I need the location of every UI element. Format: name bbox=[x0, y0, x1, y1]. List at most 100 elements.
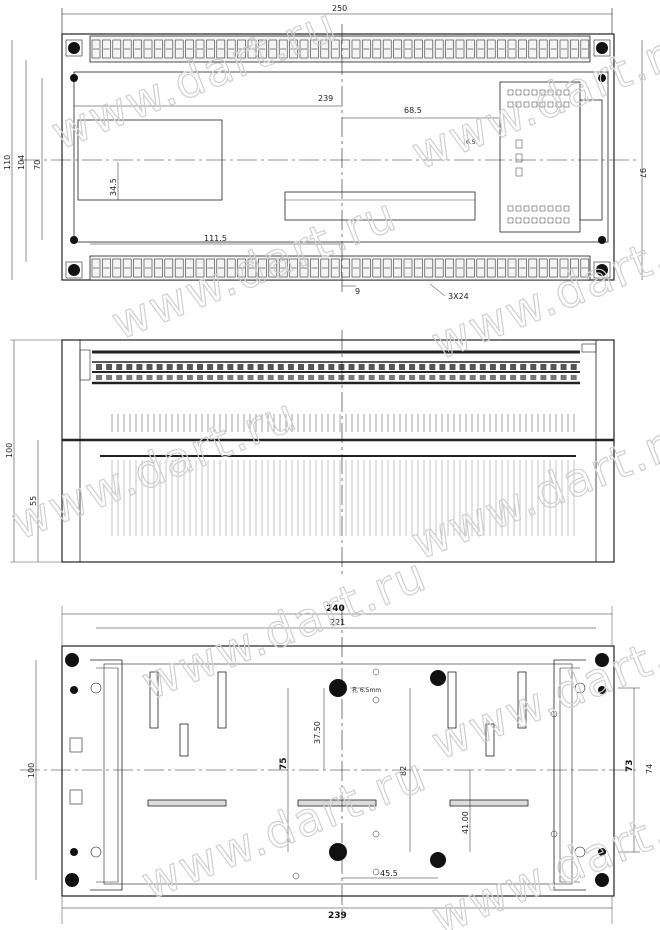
terminal-screw bbox=[237, 39, 246, 59]
terminal-tooth bbox=[439, 375, 446, 380]
terminal-screw bbox=[372, 258, 382, 278]
terminal-tooth bbox=[399, 364, 405, 370]
terminal-tooth bbox=[126, 364, 133, 370]
terminal-screw bbox=[538, 39, 548, 59]
terminal-screw bbox=[580, 39, 590, 59]
terminal-tooth bbox=[459, 375, 466, 380]
terminal-screw bbox=[247, 258, 257, 278]
terminal-screw bbox=[445, 39, 454, 59]
dim-left-100: 100 bbox=[27, 763, 36, 778]
watermark-1: www.dart.ru bbox=[44, 0, 345, 160]
terminal-screw bbox=[393, 258, 402, 278]
terminal-screw bbox=[216, 39, 226, 59]
dim-side-55: 55 bbox=[29, 496, 38, 506]
watermark-8: www.dart.ru bbox=[424, 607, 660, 770]
terminal-tooth bbox=[126, 375, 133, 380]
terminal-tooth bbox=[247, 375, 254, 380]
indicator bbox=[515, 139, 523, 149]
terminal-screw bbox=[382, 39, 392, 59]
terminal-screw bbox=[466, 39, 475, 59]
terminal-tooth bbox=[277, 364, 284, 370]
terminal-tooth bbox=[267, 375, 274, 380]
terminal-screw bbox=[278, 258, 288, 278]
terminal-tooth bbox=[106, 364, 113, 370]
terminal-screw bbox=[580, 258, 590, 278]
watermark-7: www.dart.ru bbox=[134, 547, 435, 710]
led bbox=[555, 217, 562, 224]
terminal-tooth bbox=[419, 364, 426, 370]
terminal-screw bbox=[226, 258, 236, 278]
terminal-tooth bbox=[287, 375, 294, 380]
terminal-tooth bbox=[449, 364, 456, 370]
terminal-tooth bbox=[217, 364, 224, 370]
dim-110: 110 bbox=[3, 155, 12, 170]
led bbox=[523, 205, 530, 212]
terminal-tooth bbox=[419, 375, 426, 380]
terminal-screw bbox=[112, 258, 122, 278]
terminal-screw bbox=[289, 258, 298, 278]
led bbox=[515, 217, 522, 224]
dim-6-5: 6.5 bbox=[466, 139, 476, 146]
terminal-screw bbox=[102, 39, 111, 59]
terminal-tooth bbox=[176, 375, 183, 380]
led bbox=[539, 101, 546, 108]
terminal-screw bbox=[455, 39, 465, 59]
terminal-tooth bbox=[166, 364, 173, 370]
terminal-screw bbox=[403, 39, 413, 59]
terminal-screw bbox=[393, 39, 402, 59]
terminal-tooth bbox=[328, 364, 335, 370]
dim-82: 82 bbox=[399, 766, 408, 776]
mount-holes-top bbox=[68, 42, 608, 276]
terminal-screw bbox=[174, 39, 184, 59]
terminal-screw bbox=[154, 39, 163, 59]
terminal-tooth bbox=[96, 364, 102, 370]
terminal-tooth bbox=[257, 364, 264, 370]
terminal-tooth bbox=[287, 364, 294, 370]
led bbox=[523, 101, 530, 108]
led bbox=[531, 217, 538, 224]
terminal-screw bbox=[112, 39, 122, 59]
terminal-screw bbox=[434, 39, 444, 59]
watermarks: www.dart.ru www.dart.ru www.dart.ru www.… bbox=[3, 0, 660, 930]
top-view bbox=[11, 8, 643, 297]
terminal-tooth bbox=[156, 364, 163, 370]
led bbox=[539, 205, 546, 212]
terminal-tooth bbox=[197, 375, 203, 380]
terminal-screw bbox=[424, 258, 434, 278]
terminal-tooth bbox=[237, 364, 244, 370]
top-terminal-strip bbox=[91, 39, 590, 59]
bottom-view bbox=[20, 606, 640, 924]
terminal-screw bbox=[382, 258, 392, 278]
terminal-screw bbox=[289, 39, 298, 59]
terminal-tooth bbox=[166, 375, 173, 380]
terminal-screw bbox=[341, 39, 350, 59]
terminal-tooth bbox=[227, 375, 234, 380]
led bbox=[523, 89, 530, 96]
terminal-screw bbox=[528, 258, 538, 278]
terminal-screw bbox=[330, 39, 340, 59]
dim-74: 74 bbox=[645, 764, 654, 774]
terminal-screw bbox=[268, 39, 278, 59]
terminal-screw bbox=[518, 258, 527, 278]
terminal-tooth bbox=[409, 364, 416, 370]
terminal-tooth bbox=[510, 364, 517, 370]
terminal-screw bbox=[559, 258, 569, 278]
led bbox=[531, 89, 538, 96]
dim-239: 239 bbox=[318, 94, 333, 103]
dim-overall-250: 250 bbox=[332, 4, 347, 13]
dim-68-5: 68.5 bbox=[404, 106, 422, 115]
terminal-screw bbox=[497, 258, 506, 278]
terminal-screw bbox=[91, 258, 101, 278]
terminal-tooth bbox=[550, 375, 557, 380]
terminal-tooth bbox=[136, 364, 143, 370]
terminal-tooth bbox=[197, 364, 203, 370]
terminal-screw bbox=[258, 39, 267, 59]
led bbox=[507, 89, 514, 96]
terminal-screw bbox=[372, 39, 382, 59]
terminal-tooth bbox=[560, 364, 567, 370]
side-terminal-teeth bbox=[96, 364, 577, 380]
terminal-tooth bbox=[348, 375, 355, 380]
led bbox=[555, 89, 562, 96]
terminal-screw bbox=[237, 258, 246, 278]
terminal-screw bbox=[195, 39, 205, 59]
